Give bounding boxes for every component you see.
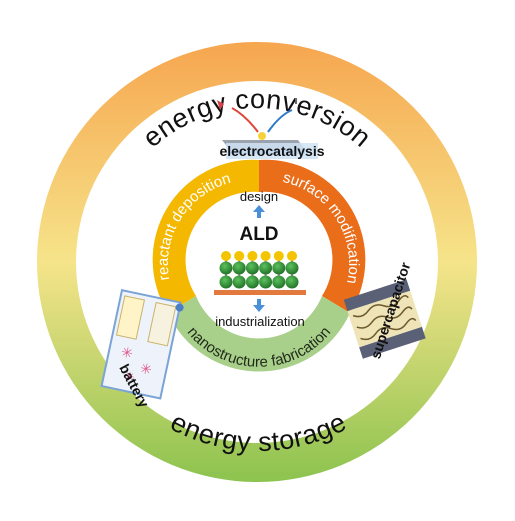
- nanostructure-fabrication-segment: [168, 296, 350, 372]
- electrocatalysis-label: electrocatalysis: [219, 143, 324, 159]
- substrate-bar: [214, 290, 306, 295]
- ligand-atom: [260, 251, 271, 261]
- battery-electrode-right: [147, 301, 177, 347]
- ligand-atom: [234, 251, 245, 261]
- ligand-atom: [247, 251, 258, 261]
- ligand-atom: [287, 251, 297, 261]
- ligand-atom: [221, 251, 231, 261]
- industrialization-label: industrialization: [215, 314, 305, 329]
- supercapacitor-fibers: [352, 295, 417, 341]
- ald-title: ALD: [239, 224, 278, 245]
- inner-ring: [152, 159, 366, 372]
- deposited-atom: [259, 275, 273, 289]
- reaction-arrow-right-icon: [267, 109, 293, 133]
- down-arrow-icon: [253, 299, 265, 312]
- up-arrow-icon: [253, 205, 265, 218]
- reactant-deposition-segment: [152, 159, 259, 313]
- ligand-atom: [273, 251, 284, 261]
- supercapacitor-electrolyte: [347, 290, 422, 348]
- deposited-atom: [285, 275, 299, 289]
- ion-mark-icon: ✳: [120, 344, 135, 362]
- precursor-atom: [245, 261, 259, 275]
- reactant-molecule-icon: [217, 100, 224, 110]
- deposited-atom: [219, 275, 233, 289]
- precursor-atom: [259, 261, 273, 275]
- battery-terminal-icon: [175, 303, 184, 312]
- ion-mark-icon: ✳: [139, 360, 154, 378]
- deposited-atom: [232, 275, 246, 289]
- ald-center: design ALD industrialization: [214, 189, 306, 329]
- deposited-atom: [245, 275, 259, 289]
- electrocatalysis-label-bg: [226, 143, 318, 159]
- electrocatalysis-illustration: electrocatalysis: [217, 98, 325, 159]
- surface-modification-segment: [259, 159, 366, 313]
- precursor-atom: [285, 261, 299, 275]
- supercapacitor-illustration: [343, 279, 426, 359]
- product-molecule-icon: [295, 98, 297, 104]
- battery-illustration: ✳ ✳ ✳: [100, 288, 184, 400]
- precursor-atom: [232, 261, 246, 275]
- ald-atom-array: [219, 251, 299, 289]
- supercapacitor-bottom-plate: [359, 326, 426, 359]
- deposited-atom: [272, 275, 286, 289]
- precursor-atom: [219, 261, 233, 275]
- reaction-arrow-left-icon: [231, 107, 259, 133]
- battery-electrode-left: [115, 295, 145, 340]
- precursor-atom: [272, 261, 286, 275]
- supercapacitor-top-plate: [343, 279, 411, 312]
- design-label: design: [240, 189, 278, 204]
- catalyst-spark-icon: [258, 132, 266, 140]
- ion-mark-icon: ✳: [123, 369, 136, 385]
